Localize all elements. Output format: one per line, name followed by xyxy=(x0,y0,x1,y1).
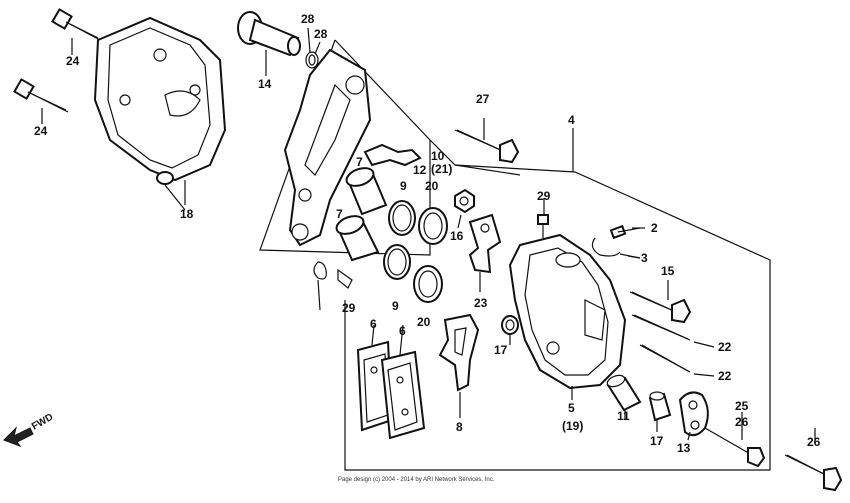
seal-9-lower xyxy=(383,244,411,280)
callout-25: 25 xyxy=(735,399,749,413)
callout-28: 28 xyxy=(301,12,315,26)
callout-29: 29 xyxy=(537,189,551,203)
callout-28: 28 xyxy=(314,27,328,41)
callout-29: 29 xyxy=(342,301,356,315)
callout-9: 9 xyxy=(392,299,399,313)
callout-4: 4 xyxy=(568,113,575,127)
boot-17-right xyxy=(648,391,672,422)
plate-13 xyxy=(678,391,709,437)
pin-22-upper xyxy=(631,314,691,341)
callout-6: 6 xyxy=(399,324,406,338)
bolt-24-upper xyxy=(51,8,101,41)
callout-26: 26 xyxy=(735,415,749,429)
bolt-26-right xyxy=(784,454,843,492)
fwd-arrow-icon: FWD xyxy=(3,412,55,448)
callout-15: 15 xyxy=(661,264,675,278)
callout-7: 7 xyxy=(356,155,363,169)
spring-clip-8 xyxy=(438,313,480,418)
seal-17-left xyxy=(501,315,519,335)
plate-23 xyxy=(468,213,502,292)
seal-20-upper xyxy=(418,207,448,245)
callout-3: 3 xyxy=(641,251,648,265)
callout-22: 22 xyxy=(718,340,732,354)
copyright-text: Page design (c) 2004 - 2014 by ARI Netwo… xyxy=(338,477,495,483)
callout-24: 24 xyxy=(34,124,48,138)
bolt-24-lower xyxy=(13,78,69,113)
callout-17: 17 xyxy=(494,343,508,357)
callout-9: 9 xyxy=(400,179,407,193)
caliper-body-18 xyxy=(93,16,227,211)
leader-lines xyxy=(41,38,816,441)
callout-12: 12 xyxy=(413,163,427,177)
piston-7-lower xyxy=(335,215,380,262)
callout-labels: 24 24 18 14 28 28 27 4 7 7 12 10 (21) 9 … xyxy=(34,12,821,455)
pin-22-lower xyxy=(639,344,691,373)
callout-2: 2 xyxy=(651,221,658,235)
callout-10: 10 xyxy=(431,149,445,163)
bolt-26-mid xyxy=(704,427,766,468)
callout-18: 18 xyxy=(180,207,194,221)
pin-14 xyxy=(237,11,301,76)
bolt-27 xyxy=(454,129,520,164)
clip-3 xyxy=(591,237,641,259)
callout-19: (19) xyxy=(562,419,583,433)
bolt-15 xyxy=(629,291,692,324)
callout-6: 6 xyxy=(370,317,377,331)
spring-29-left xyxy=(313,261,353,311)
clip-12 xyxy=(363,143,422,167)
callout-7: 7 xyxy=(336,207,343,221)
callout-23: 23 xyxy=(474,296,488,310)
seal-28 xyxy=(305,27,321,69)
seal-20-lower xyxy=(413,265,443,303)
callout-27: 27 xyxy=(476,92,490,106)
brake-pad-6-right xyxy=(380,350,426,440)
callout-8: 8 xyxy=(456,420,463,434)
piston-7-upper xyxy=(345,167,388,216)
callout-20: 20 xyxy=(417,315,431,329)
callout-24: 24 xyxy=(66,54,80,68)
callout-5: 5 xyxy=(568,401,575,415)
callout-17: 17 xyxy=(650,434,664,448)
sleeve-11 xyxy=(606,374,642,412)
callout-16: 16 xyxy=(450,229,464,243)
callout-21: (21) xyxy=(431,162,452,176)
fwd-label: FWD xyxy=(30,412,55,433)
caliper-body-5 xyxy=(508,233,627,390)
nut-16 xyxy=(454,188,475,229)
callout-13: 13 xyxy=(677,441,691,455)
callout-20: 20 xyxy=(425,179,439,193)
seal-9-upper xyxy=(388,200,416,236)
bracket-10 xyxy=(283,48,372,247)
callout-11: 11 xyxy=(617,409,630,423)
bleeder-2 xyxy=(609,224,641,240)
callout-26: 26 xyxy=(807,435,821,449)
callout-14: 14 xyxy=(258,77,272,91)
bolt-29-right xyxy=(537,214,549,238)
callout-22: 22 xyxy=(718,369,732,383)
